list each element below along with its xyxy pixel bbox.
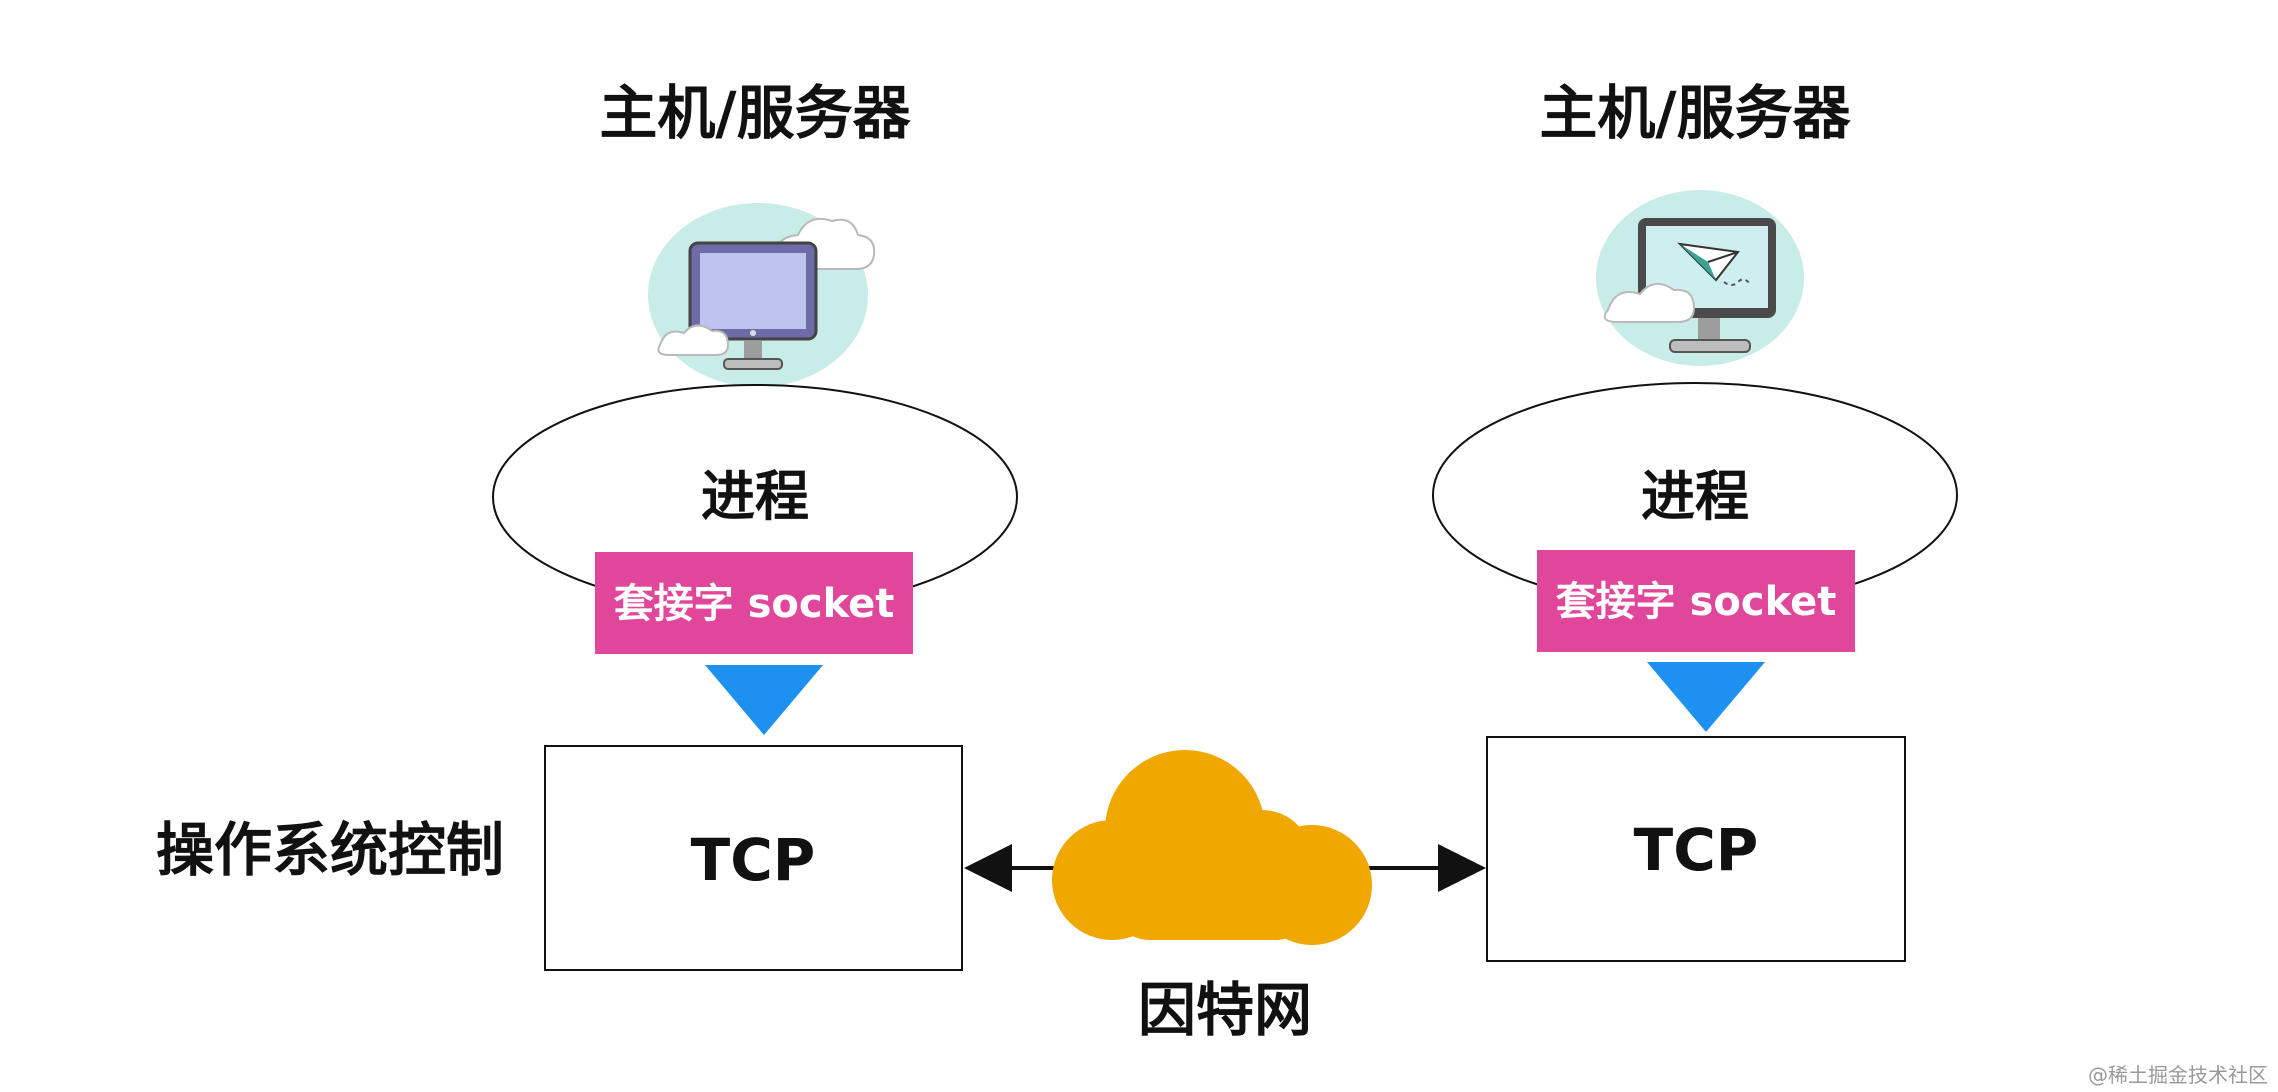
host-left: 主机/服务器 进程 套接字 socket TCP (492, 79, 1018, 971)
internet-label: 因特网 (1138, 976, 1312, 1044)
computer-paper-plane-icon (1596, 190, 1804, 366)
process-label: 进程 (701, 465, 809, 528)
tcp-box (544, 745, 963, 971)
computer-cloud-icon (648, 203, 876, 387)
os-control-label: 操作系统控制 (156, 816, 504, 884)
tcp-box (1486, 736, 1906, 962)
tcp-label: TCP (1634, 816, 1759, 884)
socket-label: 套接字 socket (1556, 579, 1837, 625)
process-label: 进程 (1641, 465, 1749, 528)
socket-label: 套接字 socket (614, 581, 895, 627)
down-arrow-icon (705, 665, 823, 735)
host-title: 主机/服务器 (599, 79, 911, 147)
down-arrow-icon (1647, 662, 1765, 732)
tcp-label: TCP (691, 826, 816, 894)
socket-box (1537, 550, 1855, 652)
host-right: 主机/服务器 进程 套接字 socket TCP (1432, 79, 1958, 962)
socket-box (595, 552, 913, 654)
host-title: 主机/服务器 (1539, 79, 1851, 147)
watermark: @稀土掘金技术社区 (2088, 1063, 2268, 1087)
cloud-icon (1052, 750, 1372, 945)
